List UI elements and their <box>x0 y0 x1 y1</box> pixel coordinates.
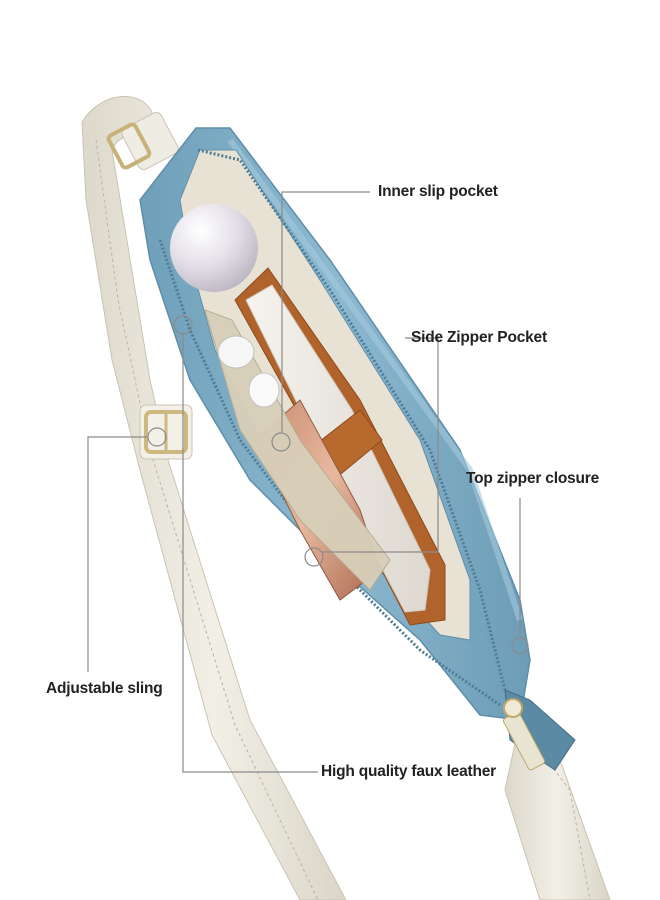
callout-faux-leather: High quality faux leather <box>321 763 497 780</box>
callout-top-zipper-closure: Top zipper closure <box>466 470 600 487</box>
leader-lines <box>87 191 529 773</box>
zipper-pull <box>502 689 576 771</box>
top-strap-tab <box>106 111 179 171</box>
callout-adjustable-sling: Adjustable sling <box>46 680 163 697</box>
round-object <box>170 204 258 292</box>
callout-inner-slip-pocket: Inner slip pocket <box>378 183 498 200</box>
inner-pocket-panel <box>204 309 391 591</box>
callout-side-zipper-pocket: Side Zipper Pocket <box>411 329 547 346</box>
adjustable-buckle <box>139 404 193 460</box>
